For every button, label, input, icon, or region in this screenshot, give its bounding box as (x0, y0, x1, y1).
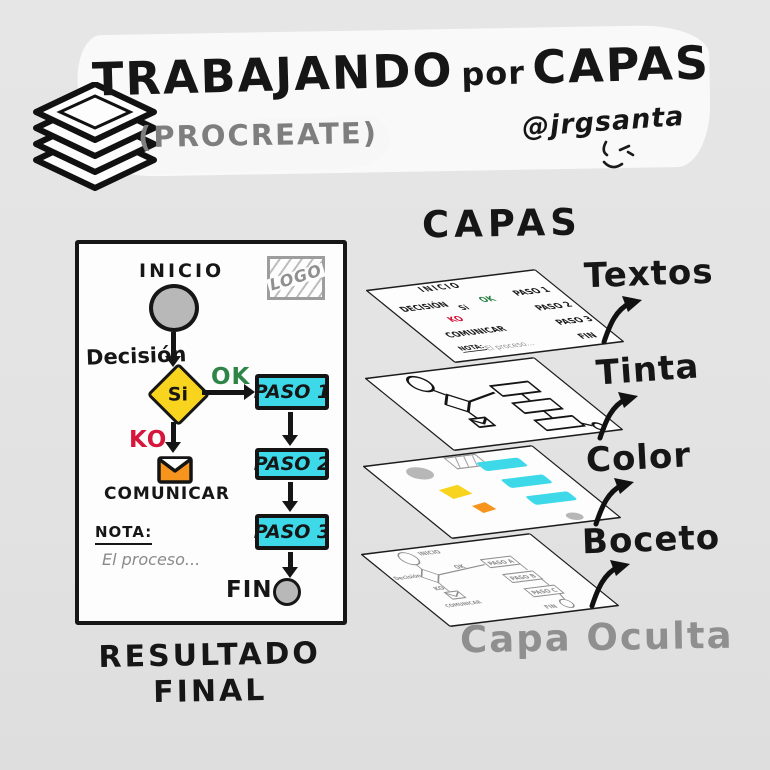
title-word-por: por (460, 53, 526, 94)
boceto-paso-b: PASO B (508, 573, 539, 582)
arrow-paso1-to-paso2-icon (288, 412, 293, 435)
paso1-node: PASO 1 (254, 374, 330, 410)
note-text: El proceso... (102, 550, 201, 569)
start-node (149, 284, 199, 332)
final-result-panel: INICIO LOGO Decisión Si OK PASO 1 KO COM… (75, 240, 347, 625)
arrow-paso3-to-end-icon (288, 552, 293, 567)
decision-value: Si (168, 383, 189, 406)
mini-paso2: PASO 2 (532, 301, 576, 313)
arrow-start-to-decision-icon (171, 332, 176, 356)
arrow-decision-to-envelope-icon (171, 422, 176, 442)
title-word-trabajando: TRABAJANDO (91, 42, 455, 107)
mini-comunicar: COMUNICAR (442, 325, 511, 340)
subtitle-procreate: (PROCREATE) (137, 115, 379, 155)
boceto-paso-c: PASO C (529, 587, 560, 596)
mini-logo-box (443, 453, 490, 470)
arrow-to-textos-icon (601, 296, 642, 345)
mini-ok: OK (476, 295, 500, 305)
label-tinta: Tinta (594, 346, 701, 394)
mini-ko: KO (445, 315, 468, 325)
result-caption-line2: FINAL (152, 673, 268, 710)
arrow-decision-to-paso1-icon (202, 390, 244, 395)
layer-sheet-tinta (364, 357, 624, 452)
arrow-to-color-icon (593, 478, 634, 527)
mini-proceso: El proceso... (482, 340, 538, 353)
mini-fin: FIN (575, 331, 601, 341)
title-word-capas: CAPAS (531, 35, 711, 95)
mini-paso3: PASO 3 (553, 315, 597, 327)
logo-placeholder: LOGO (266, 256, 326, 300)
smiley-doodle-icon (602, 140, 635, 169)
end-node (273, 578, 301, 606)
layers-icon (33, 82, 157, 191)
tinta-ink-shapes (406, 375, 607, 432)
communicate-label: COMUNICAR (104, 484, 230, 504)
arrow-to-tinta-icon (597, 392, 638, 441)
mini-inicio: INICIO (415, 281, 466, 295)
capas-heading: CAPAS (421, 200, 583, 247)
boceto-decision: Decisión (391, 573, 424, 582)
hidden-layer-label: Capa Oculta (459, 613, 734, 662)
label-textos: Textos (583, 251, 715, 297)
layer-sheet-color (362, 445, 622, 540)
flow-start-label: INICIO (139, 260, 225, 282)
mini-decision: DECISIÓN (397, 300, 453, 314)
layer-sheet-boceto: INICIO Decisión OK PASO A KO COMUNICAR P… (360, 533, 620, 628)
mini-paso1: PASO 1 (510, 286, 554, 298)
ko-label: KO (129, 427, 168, 453)
ok-label: OK (211, 364, 251, 390)
arrow-to-boceto-icon (589, 560, 630, 609)
decision-node: Si (146, 362, 211, 427)
result-caption-line1: RESULTADO (98, 636, 322, 675)
result-caption: RESULTADO FINAL (84, 636, 335, 712)
boceto-paso-a: PASO A (485, 558, 517, 567)
boceto-ok: OK (452, 563, 469, 570)
mini-nota: NOTA: (455, 343, 488, 353)
boceto-fin: FIN (542, 603, 560, 610)
paso2-node: PASO 2 (254, 448, 330, 480)
boceto-inicio: INICIO (416, 549, 444, 557)
arrow-paso2-to-paso3-icon (288, 482, 293, 501)
envelope-icon (157, 456, 193, 484)
paso3-node: PASO 3 (254, 514, 330, 550)
boceto-ko: KO (431, 585, 447, 592)
decision-label: Decisión (85, 342, 187, 370)
color-blobs (406, 453, 584, 521)
note-label: NOTA: (95, 523, 153, 545)
mini-si: Si (456, 304, 473, 313)
boceto-comunicar: COMUNICAR (444, 600, 485, 609)
logo-text: LOGO (266, 260, 326, 295)
end-label: FIN (226, 577, 273, 603)
boceto-sketch: INICIO Decisión OK PASO A KO COMUNICAR P… (391, 549, 575, 610)
